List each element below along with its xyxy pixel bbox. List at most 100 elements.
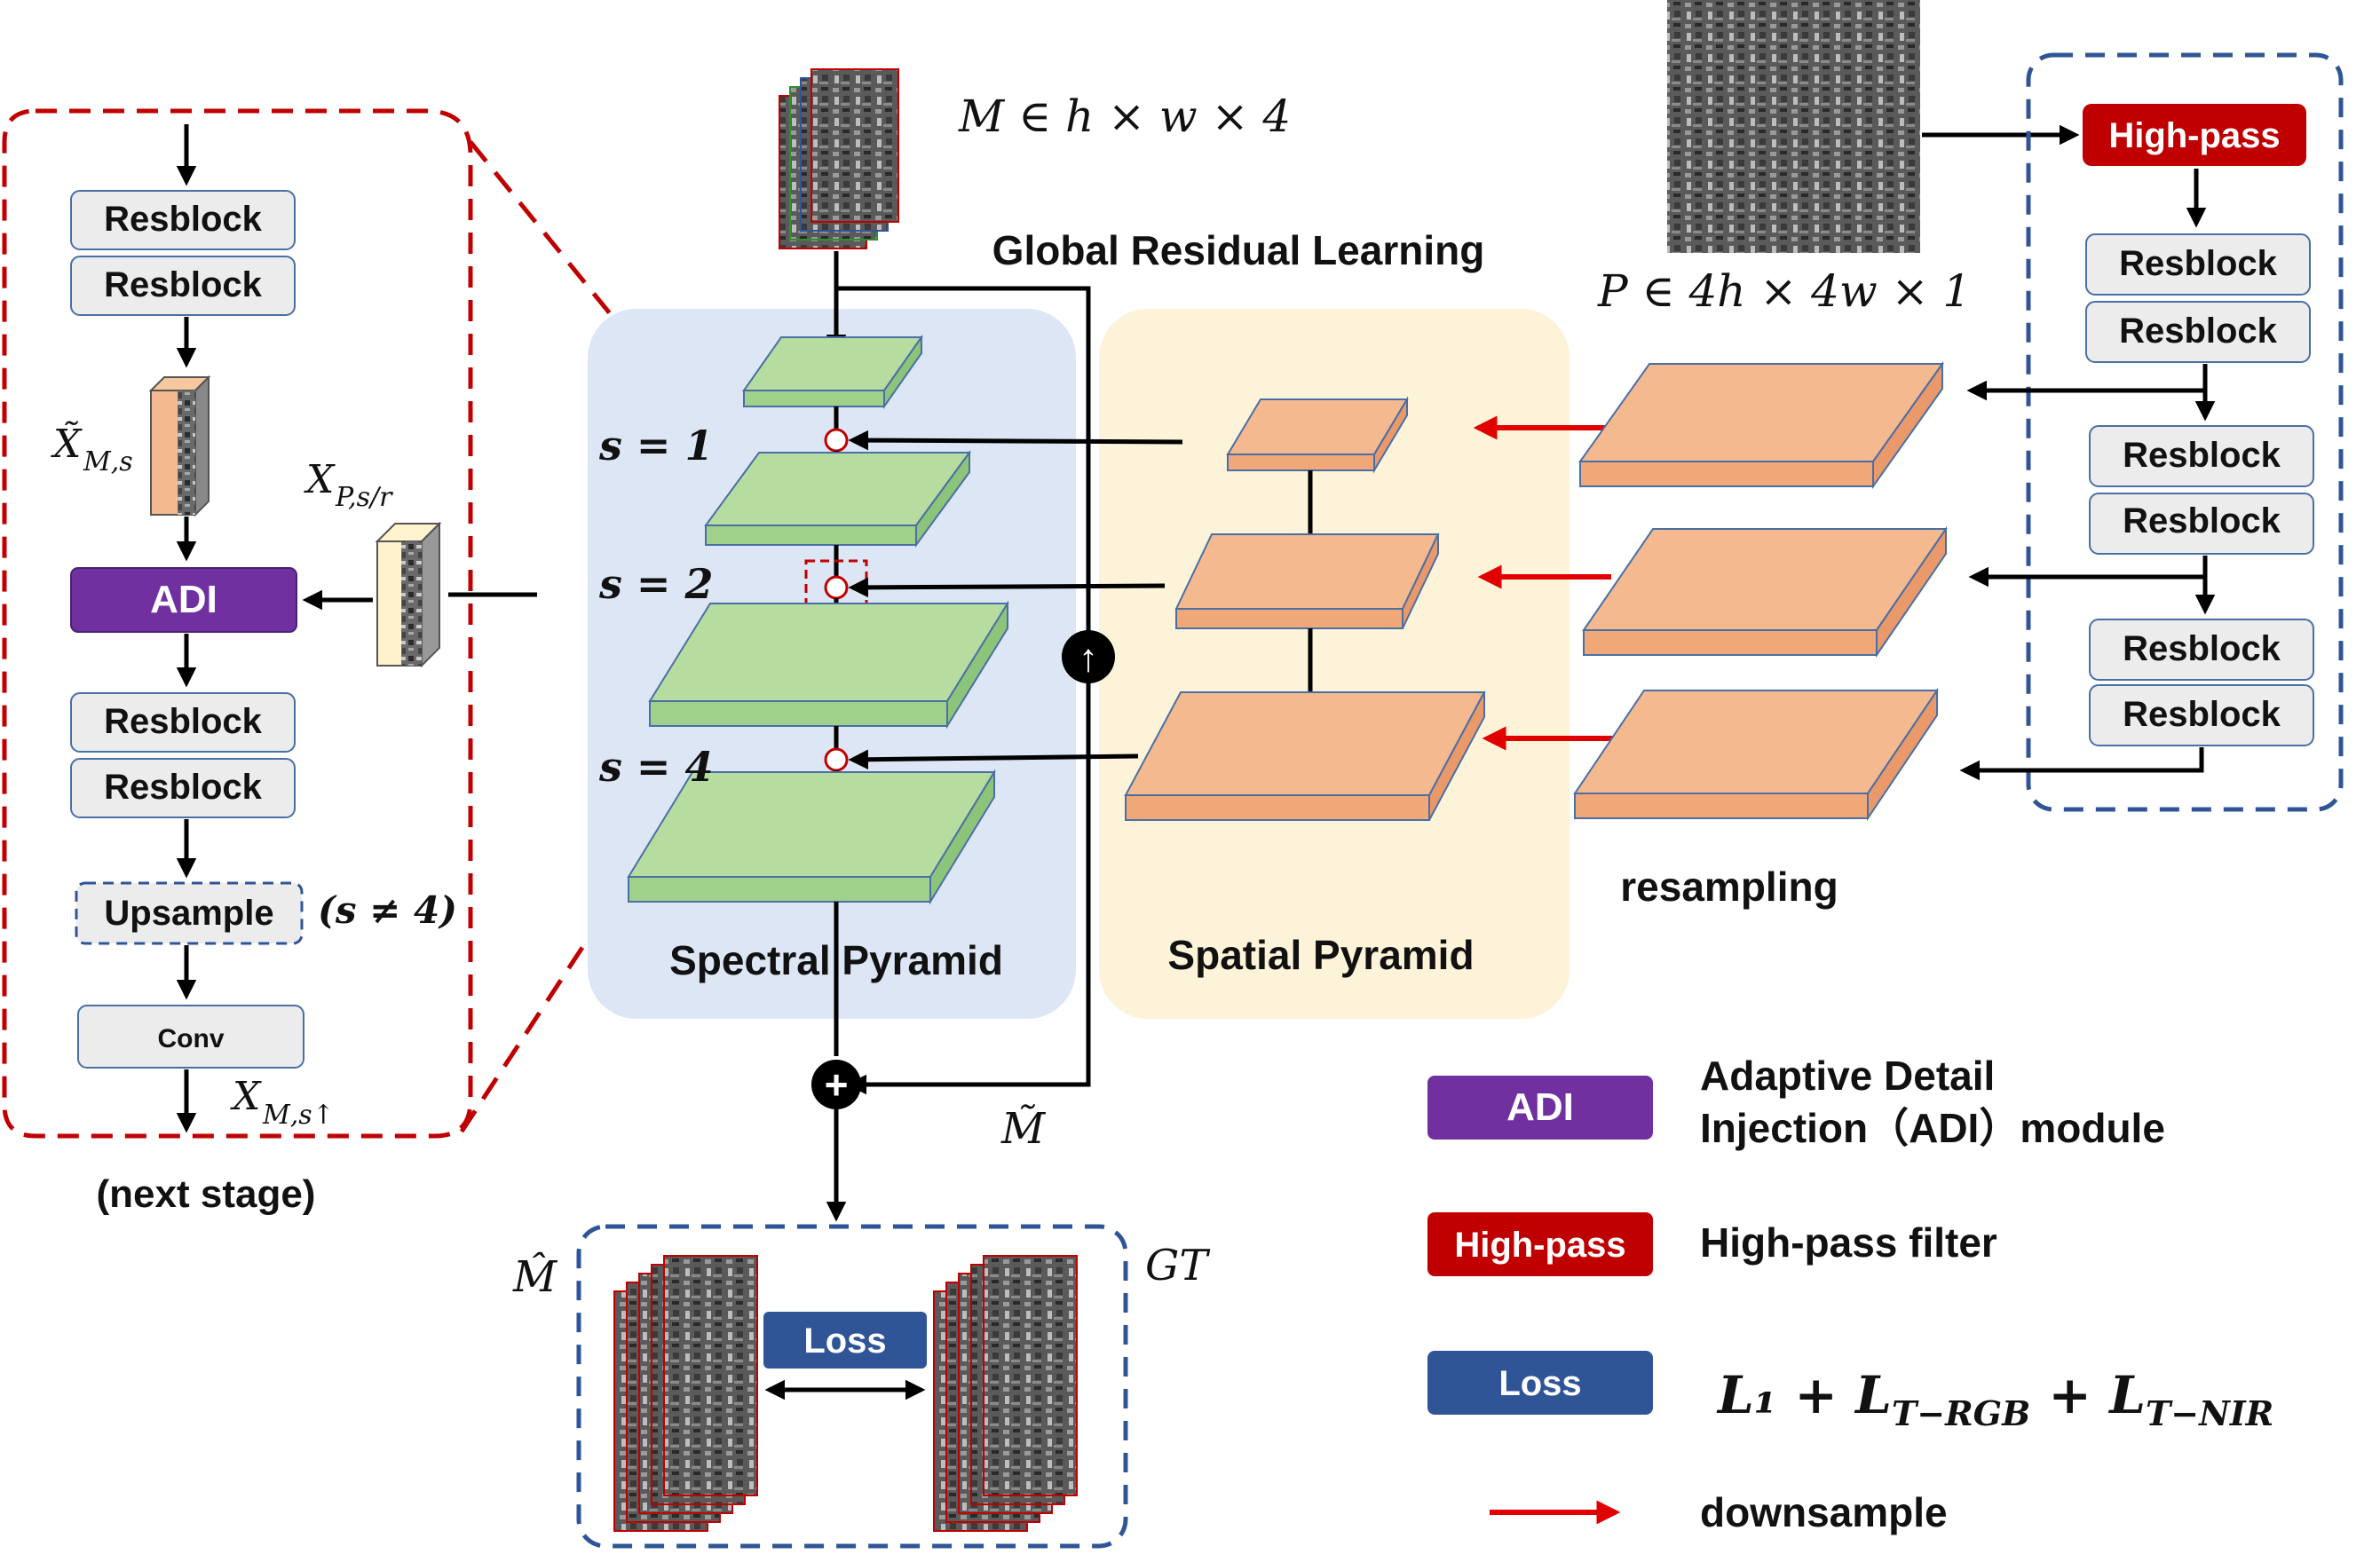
left-resblock-1-label: Resblock	[104, 200, 263, 239]
next-stage-label: (next stage)	[97, 1172, 316, 1216]
legend-loss-button-label: Loss	[1498, 1364, 1581, 1403]
right-resblock-4-label: Resblock	[2123, 501, 2281, 540]
pan-image	[1667, 0, 1920, 253]
feature-map-xp	[375, 521, 442, 668]
gt-label: GT	[1145, 1241, 1210, 1290]
highpass-branch-region	[2026, 52, 2344, 812]
add-node-sign: +	[825, 1061, 849, 1108]
spectral-layer-2	[648, 600, 1009, 730]
x-m-s-tilde-sub: M,s	[83, 446, 133, 477]
left-resblock-3: Resblock	[70, 692, 296, 753]
injection-arrow-3	[848, 749, 1139, 770]
injection-arrow-2	[848, 577, 1166, 598]
right-resblock-4: Resblock	[2089, 493, 2314, 555]
legend-adi-text-2: Injection（ADI）module	[1700, 1105, 2165, 1151]
right-resblock-1-label: Resblock	[2119, 244, 2278, 283]
right-resblock-6: Resblock	[2089, 684, 2314, 746]
spectral-layer-3	[627, 769, 996, 905]
right-resblock-5-label: Resblock	[2123, 629, 2281, 668]
left-resblock-3-label: Resblock	[104, 702, 263, 741]
loss-button: Loss	[763, 1312, 927, 1369]
upsample-block: Upsample	[75, 881, 304, 945]
global-residual-label: Global Residual Learning	[992, 227, 1485, 273]
highpass-block: High-pass	[2083, 104, 2306, 166]
spectral-layer-1	[704, 449, 971, 548]
right-resblock-2-label: Resblock	[2119, 312, 2278, 351]
left-resblock-4: Resblock	[70, 758, 296, 818]
fusion-node-1	[824, 428, 849, 453]
loss-formula-part-1: L₁ + L	[1716, 1365, 1892, 1425]
legend-highpass-button: High-pass	[1427, 1212, 1653, 1276]
conv-block: Conv	[77, 1005, 304, 1069]
scale-label-1: s = 1	[598, 422, 713, 469]
spectral-pyramid-label: Spectral Pyramid	[669, 937, 1003, 983]
loss-formula-sub-1: T−RGB	[1892, 1393, 2030, 1433]
x-out-sub: M,s↑	[262, 1100, 335, 1131]
right-resblock-6-label: Resblock	[2123, 695, 2281, 734]
left-resblock-1: Resblock	[70, 190, 296, 250]
upsample-node-sign: ↑	[1079, 636, 1098, 680]
gt-image-stack	[933, 1255, 1078, 1532]
output-image-stack	[613, 1255, 758, 1532]
m-tilde-label: M̃	[1000, 1102, 1047, 1154]
right-resblock-2: Resblock	[2085, 301, 2311, 363]
left-resblock-2-label: Resblock	[104, 265, 263, 304]
resampling-label: resampling	[1620, 864, 1838, 910]
ms-image-stack	[779, 68, 899, 249]
x-out-label: X	[230, 1074, 262, 1119]
pan-layer-3	[1573, 687, 1939, 822]
adi-block-label: ADI	[150, 578, 217, 621]
fusion-node-2	[824, 575, 849, 600]
loss-region	[576, 1224, 1128, 1549]
legend: ADI Adaptive Detail Injection（ADI）module…	[1427, 1053, 2273, 1535]
left-resblock-2: Resblock	[70, 256, 296, 316]
global-residual-path	[834, 251, 1091, 1095]
x-m-s-tilde-label: X̃	[51, 420, 83, 467]
adi-block: ADI	[70, 567, 297, 633]
legend-highpass-text: High-pass filter	[1700, 1219, 1997, 1266]
loss-button-label: Loss	[803, 1321, 886, 1361]
spatial-pyramid-label: Spatial Pyramid	[1167, 932, 1474, 978]
conv-block-label: Conv	[158, 1024, 225, 1053]
feature-map-xms	[148, 375, 211, 517]
right-resblock-3: Resblock	[2089, 425, 2314, 487]
spatial-layer-2	[1174, 533, 1440, 629]
right-resblock-1: Resblock	[2085, 233, 2311, 296]
pan-layer-1	[1578, 360, 1944, 490]
legend-loss-button: Loss	[1427, 1351, 1653, 1415]
legend-adi-button-label: ADI	[1506, 1085, 1574, 1129]
fusion-node-3	[824, 747, 849, 772]
upsample-block-label: Upsample	[104, 894, 273, 933]
highpass-block-label: High-pass	[2108, 116, 2280, 155]
add-node: +	[811, 1060, 861, 1109]
legend-highpass-button-label: High-pass	[1454, 1226, 1625, 1265]
m-input-label: M ∈ h × w × 4	[958, 91, 1291, 142]
loss-formula-part-2: + L	[2030, 1365, 2146, 1425]
spectral-layer-0	[742, 334, 923, 410]
spatial-layer-3	[1124, 691, 1486, 821]
p-input-label: P ∈ 4h × 4w × 1	[1597, 265, 1971, 317]
branch-arrow-3	[1959, 747, 2204, 781]
scale-label-2: s = 2	[598, 560, 713, 608]
right-resblock-3-label: Resblock	[2123, 436, 2281, 475]
left-resblock-4-label: Resblock	[104, 768, 263, 807]
m-hat-label: M̂	[512, 1250, 558, 1302]
stage-detail-border	[2, 108, 473, 1139]
upsample-node: ↑	[1062, 630, 1115, 683]
spatial-layer-1	[1226, 396, 1409, 474]
legend-adi-text-1: Adaptive Detail	[1700, 1053, 1995, 1099]
x-p-sub: P,s/r	[335, 482, 393, 513]
right-resblock-5: Resblock	[2089, 619, 2314, 681]
x-p-label: X	[304, 457, 336, 502]
scale-label-4: s = 4	[598, 743, 713, 791]
loss-formula-sub-2: T−NIR	[2146, 1393, 2273, 1433]
legend-adi-button: ADI	[1427, 1076, 1653, 1140]
injection-arrow-1	[848, 430, 1183, 451]
upsample-condition: (s ≠ 4)	[318, 888, 457, 932]
legend-loss-formula: L₁ + LT−RGB + LT−NIR	[1716, 1365, 2273, 1433]
pan-layer-2	[1582, 525, 1948, 659]
legend-downsample-text: downsample	[1700, 1489, 1948, 1535]
stage-detail-panel: Resblock Resblock X̃ M,s ADI X P,s/r	[2, 108, 818, 1216]
